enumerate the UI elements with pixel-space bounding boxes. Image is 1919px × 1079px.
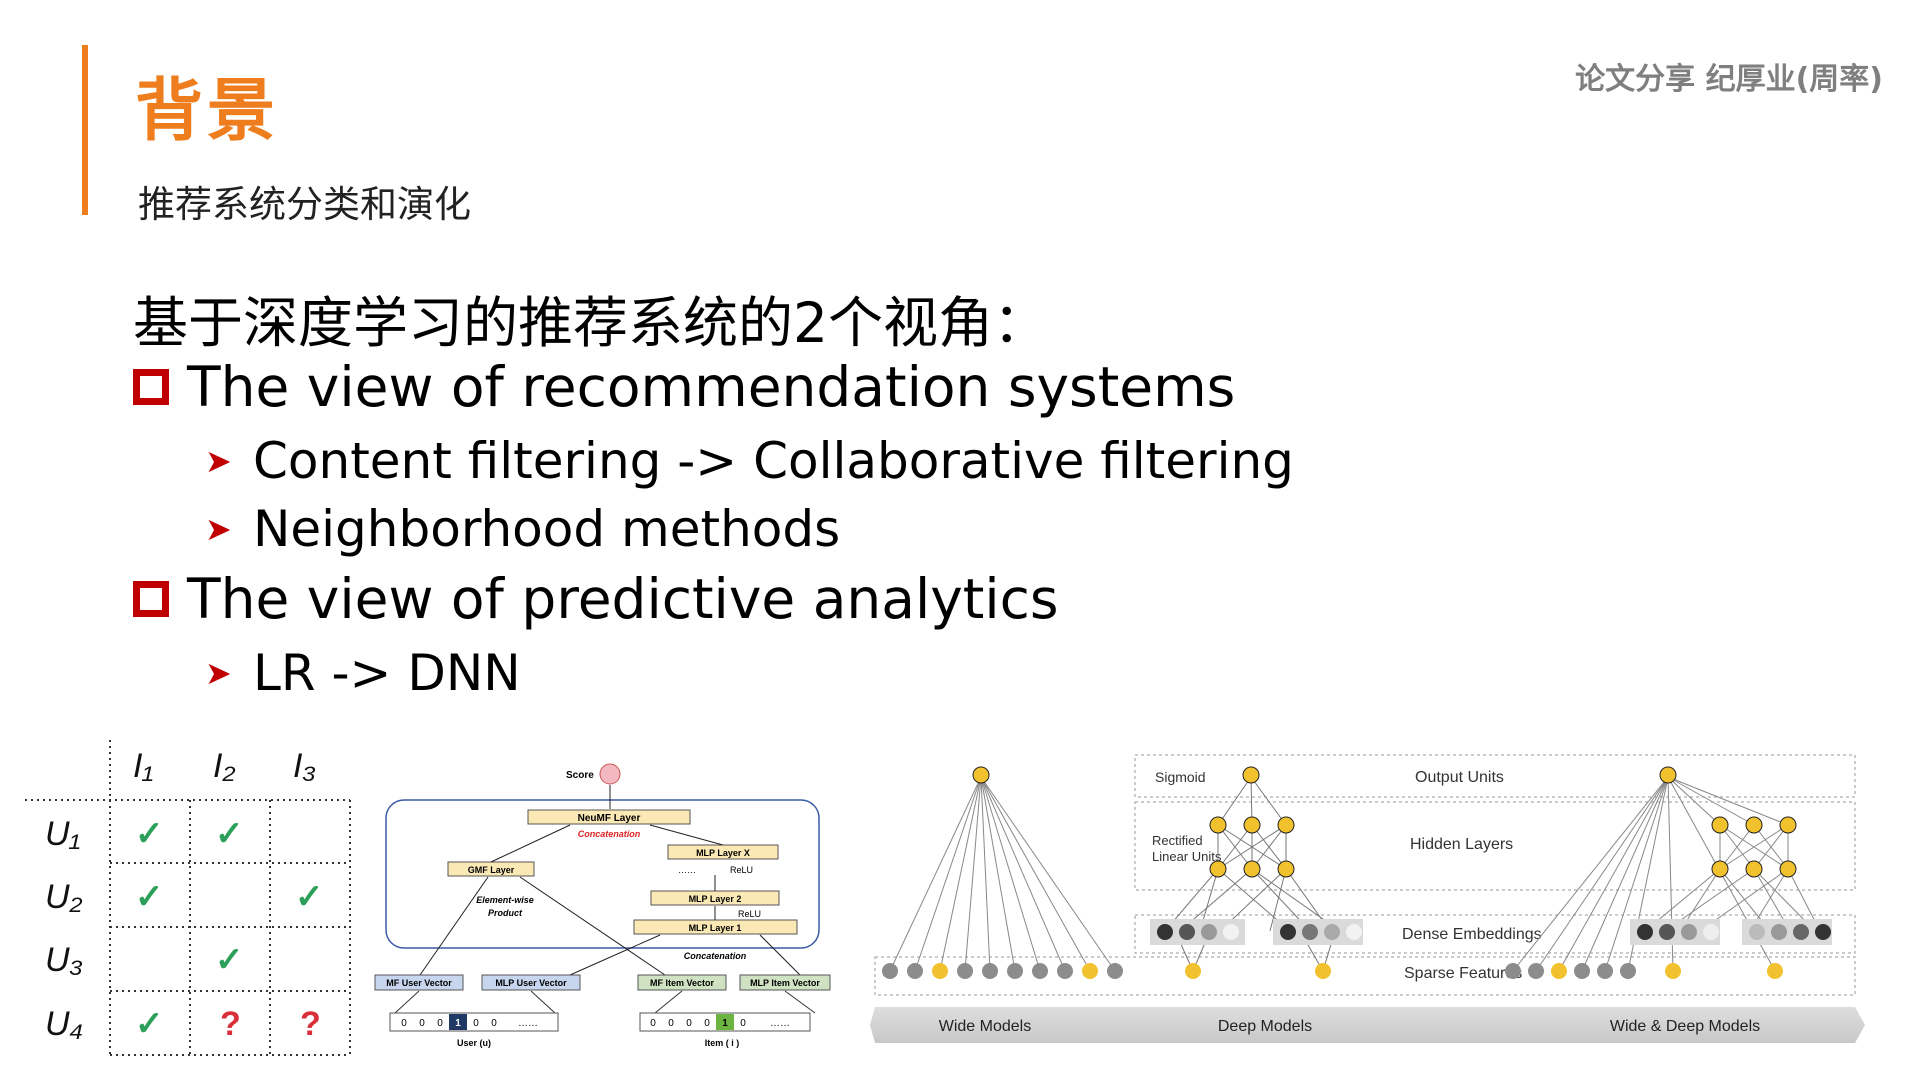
arrow-bullet-icon: ➤ [205, 510, 232, 548]
arrow-bullet-icon: ➤ [205, 654, 232, 692]
sub-bullet-label: LR -> DNN [253, 644, 521, 702]
deep-models-label: Deep Models [1218, 1018, 1312, 1035]
wide-deep-models-label: Wide & Deep Models [1610, 1018, 1760, 1035]
mf-item-vector: MF Item Vector [650, 978, 715, 988]
sub-bullet-neighborhood: ➤ Neighborhood methods [205, 500, 840, 558]
mlp-layer-2: MLP Layer 2 [689, 894, 742, 904]
user-label: User (u) [457, 1038, 491, 1048]
content-heading: 基于深度学习的推荐系统的2个视角： [133, 291, 1048, 355]
mlp-item-vector: MLP Item Vector [750, 978, 820, 988]
sub-bullet-filtering: ➤ Content filtering -> Collaborative fil… [205, 432, 1294, 490]
item-bit: 0 [650, 1018, 656, 1029]
neumf-architecture-figure: Score NeuMF Layer Concatenation GMF Laye… [374, 763, 831, 1048]
item-bit-active: 1 [722, 1018, 728, 1029]
item-bit: 0 [740, 1018, 746, 1029]
author-label: 论文分享 纪厚业(周率) [1575, 62, 1883, 97]
sub-bullet-lr-dnn: ➤ LR -> DNN [205, 644, 521, 702]
check-mark: ✓ [135, 1005, 164, 1043]
concatenation-label: Concatenation [684, 951, 747, 961]
item-bit: 0 [668, 1018, 674, 1029]
user-label: U₄ [45, 1005, 83, 1043]
item-label: Item ( i ) [705, 1038, 740, 1048]
neumf-layer: NeuMF Layer [578, 813, 641, 824]
arrow-bullet-icon: ➤ [205, 442, 232, 480]
user-bit: 0 [473, 1018, 479, 1029]
relu-label: ReLU [730, 865, 753, 875]
gmf-layer: GMF Layer [468, 865, 515, 875]
sub-bullet-label: Neighborhood methods [253, 500, 841, 558]
bullet-recommendation-view: The view of recommendation systems [133, 355, 1235, 419]
user-bit-active: 1 [455, 1018, 461, 1029]
user-label: U₁ [45, 815, 80, 853]
sparse-features-label: Sparse Features [1404, 965, 1522, 982]
item-label: I₃ [293, 747, 316, 785]
score-label: Score [566, 770, 594, 781]
user-bit: 0 [401, 1018, 407, 1029]
slide-title: 背景 [135, 72, 280, 151]
product-label: Product [488, 908, 523, 918]
mf-user-vector: MF User Vector [386, 978, 452, 988]
relu-label: ReLU [738, 909, 761, 919]
item-bit: 0 [686, 1018, 692, 1029]
user-label: U₃ [45, 941, 83, 979]
slide-subtitle: 推荐系统分类和演化 [138, 183, 471, 226]
square-bullet-icon [133, 581, 169, 617]
bullet-predictive-view: The view of predictive analytics [133, 567, 1059, 631]
sigmoid-label: Sigmoid [1155, 769, 1206, 785]
mlp-layer-1: MLP Layer 1 [689, 923, 742, 933]
rectified-label: Rectified [1152, 833, 1203, 848]
wide-models-label: Wide Models [939, 1018, 1031, 1035]
user-item-matrix-figure: I₁ I₂ I₃ U₁ U₂ U₃ U₄ ✓ ✓ ✓ ✓ ✓ ✓ ? ? [25, 740, 351, 1056]
dense-embeddings-label: Dense Embeddings [1402, 926, 1542, 943]
check-mark: ✓ [295, 878, 324, 916]
sub-bullet-label: Content filtering -> Collaborative filte… [253, 432, 1294, 490]
item-bit-ellipsis: …… [770, 1018, 790, 1029]
mlp-user-vector: MLP User Vector [495, 978, 567, 988]
check-mark: ✓ [215, 941, 244, 979]
unknown-mark: ? [300, 1005, 321, 1043]
linear-units-label: Linear Units [1152, 849, 1222, 864]
user-bit-ellipsis: …… [518, 1018, 538, 1029]
square-bullet-icon [133, 369, 169, 405]
concatenation-label: Concatenation [578, 829, 641, 839]
dots-label: …… [678, 865, 696, 875]
user-label: U₂ [45, 878, 83, 916]
elementwise-label: Element-wise [476, 895, 534, 905]
wide-deep-models-figure: Sigmoid Output Units Rectified Linear Un… [870, 754, 1865, 1043]
unknown-mark: ? [220, 1005, 241, 1043]
output-units-label: Output Units [1415, 769, 1504, 786]
mlp-layer-x: MLP Layer X [696, 848, 750, 858]
item-bit: 0 [704, 1018, 710, 1029]
item-label: I₂ [213, 747, 235, 785]
check-mark: ✓ [135, 878, 164, 916]
user-bit: 0 [419, 1018, 425, 1029]
check-mark: ✓ [215, 815, 244, 853]
hidden-layers-label: Hidden Layers [1410, 836, 1513, 853]
user-bit: 0 [437, 1018, 443, 1029]
item-label: I₁ [133, 747, 153, 785]
check-mark: ✓ [135, 815, 164, 853]
accent-bar [82, 45, 88, 215]
bullet-label: The view of predictive analytics [187, 567, 1059, 631]
user-bit: 0 [491, 1018, 497, 1029]
bullet-label: The view of recommendation systems [187, 355, 1236, 419]
